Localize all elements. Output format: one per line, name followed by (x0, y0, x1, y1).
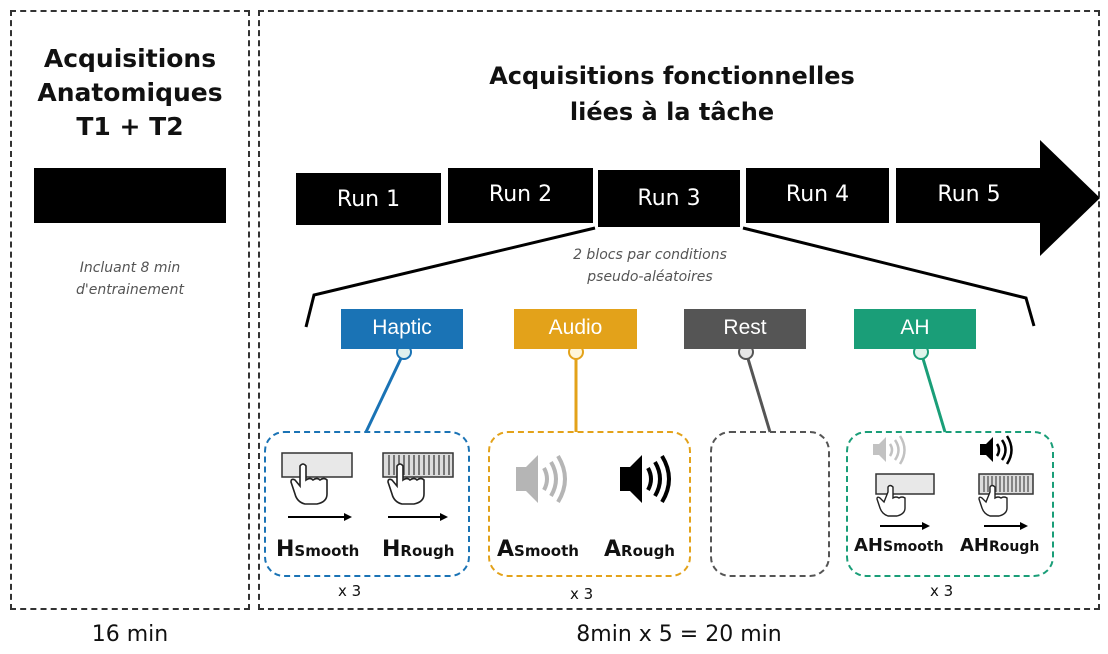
audio-box (488, 431, 691, 577)
ah-tag: AH (854, 309, 976, 349)
blocks-note: 2 blocs par conditions pseudo-aléatoires (520, 244, 780, 288)
functional-title-line-1: Acquisitions fonctionnelles (489, 62, 855, 90)
ah-smooth-label: AHSmooth (854, 535, 944, 556)
audio-rough-label-letter: A (604, 537, 622, 562)
functional-duration: 8min x 5 = 20 min (576, 622, 782, 647)
run-5: Run 5 (896, 168, 1042, 223)
haptic-tag: Haptic (341, 309, 463, 349)
rest-box (710, 431, 830, 577)
run-4: Run 4 (746, 168, 889, 223)
ah-connector (919, 351, 947, 433)
run-2: Run 2 (448, 168, 593, 223)
ah-smooth-label-sub: Smooth (883, 539, 944, 555)
ah-rough-icon (978, 435, 1034, 530)
functional-panel (258, 10, 1100, 610)
anatomical-panel (10, 10, 250, 610)
anatomical-title-line-3: T1 + T2 (76, 112, 184, 141)
haptic-repeat: x 3 (338, 582, 362, 600)
anatomical-black-bar (34, 168, 226, 223)
ah-repeat: x 3 (930, 582, 954, 600)
audio-rough-speaker-icon (620, 454, 671, 504)
training-note: Incluant 8 min d'entrainement (12, 257, 248, 301)
audio-smooth-speaker-icon (516, 454, 567, 504)
haptic-rough-icon (382, 452, 454, 521)
audio-tag: Audio (514, 309, 637, 349)
haptic-rough-label: HRough (382, 537, 454, 562)
ah-box (846, 431, 1054, 577)
anatomical-title: Acquisitions Anatomiques T1 + T2 (12, 42, 248, 144)
ah-rough-label: AHRough (960, 535, 1039, 556)
haptic-rough-label-letter: H (382, 537, 401, 562)
functional-title-line-2: liées à la tâche (569, 98, 775, 126)
ah-rough-label-letters: AH (960, 535, 989, 556)
rest-tag: Rest (684, 309, 806, 349)
haptic-smooth-label: HSmooth (276, 537, 359, 562)
audio-rough-label-sub: Rough (621, 542, 675, 560)
anatomical-duration: 16 min (91, 622, 169, 647)
ah-rough-label-sub: Rough (989, 539, 1040, 555)
run-1: Run 1 (296, 173, 441, 225)
haptic-connector (364, 351, 406, 433)
functional-title: Acquisitions fonctionnelles liées à la t… (392, 58, 952, 130)
ah-smooth-icon (873, 435, 935, 530)
haptic-box (264, 431, 470, 577)
audio-smooth-label-letter: A (497, 537, 515, 562)
blocks-note-line-1: 2 blocs par conditions (573, 247, 727, 263)
ah-smooth-label-letters: AH (854, 535, 883, 556)
anatomical-title-line-2: Anatomiques (37, 78, 223, 107)
audio-smooth-label: ASmooth (497, 537, 579, 562)
rest-connector (744, 351, 772, 433)
audio-smooth-label-sub: Smooth (514, 542, 579, 560)
haptic-smooth-label-sub: Smooth (294, 542, 360, 560)
run3-bracket-left (304, 226, 596, 328)
haptic-smooth-label-letter: H (276, 537, 295, 562)
blocks-note-line-2: pseudo-aléatoires (587, 269, 713, 285)
anatomical-title-line-1: Acquisitions (43, 44, 217, 73)
timeline-arrow-head (1040, 140, 1100, 256)
audio-rough-label: ARough (604, 537, 675, 562)
haptic-rough-label-sub: Rough (400, 542, 455, 560)
audio-repeat: x 3 (570, 585, 594, 603)
haptic-smooth-icon (281, 452, 353, 521)
training-note-line-1: Incluant 8 min (79, 260, 181, 276)
run3-bracket-right (742, 226, 1036, 327)
run-3: Run 3 (598, 170, 740, 227)
training-note-line-2: d'entrainement (75, 282, 185, 298)
